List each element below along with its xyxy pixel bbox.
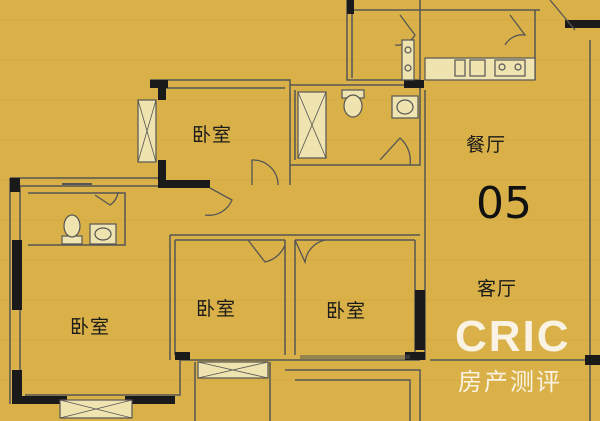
sink-top [391, 95, 419, 119]
kitchen-sink-side [401, 39, 415, 81]
room-label-bedroom-top: 卧室 [192, 124, 233, 146]
room-label-bedroom-middle: 卧室 [196, 298, 237, 320]
sliding-door [62, 183, 410, 359]
thick-walls [10, 0, 600, 404]
windows [59, 91, 327, 419]
toilet-top [341, 89, 365, 118]
background-lines [0, 19, 600, 381]
room-label-dining: 餐厅 [466, 134, 507, 156]
kitchen-counter [424, 57, 536, 81]
sink-left [89, 223, 117, 245]
doors [94, 0, 576, 265]
toilet-left [61, 214, 83, 245]
room-label-living: 客厅 [477, 278, 518, 300]
watermark-brand: CRIC [455, 312, 571, 361]
unit-number: 05 [476, 178, 532, 229]
watermark-subtitle: 房产测评 [458, 368, 562, 396]
room-label-bedroom-right: 卧室 [326, 300, 367, 322]
fixtures [61, 39, 536, 245]
room-label-bedroom-left: 卧室 [70, 316, 111, 338]
